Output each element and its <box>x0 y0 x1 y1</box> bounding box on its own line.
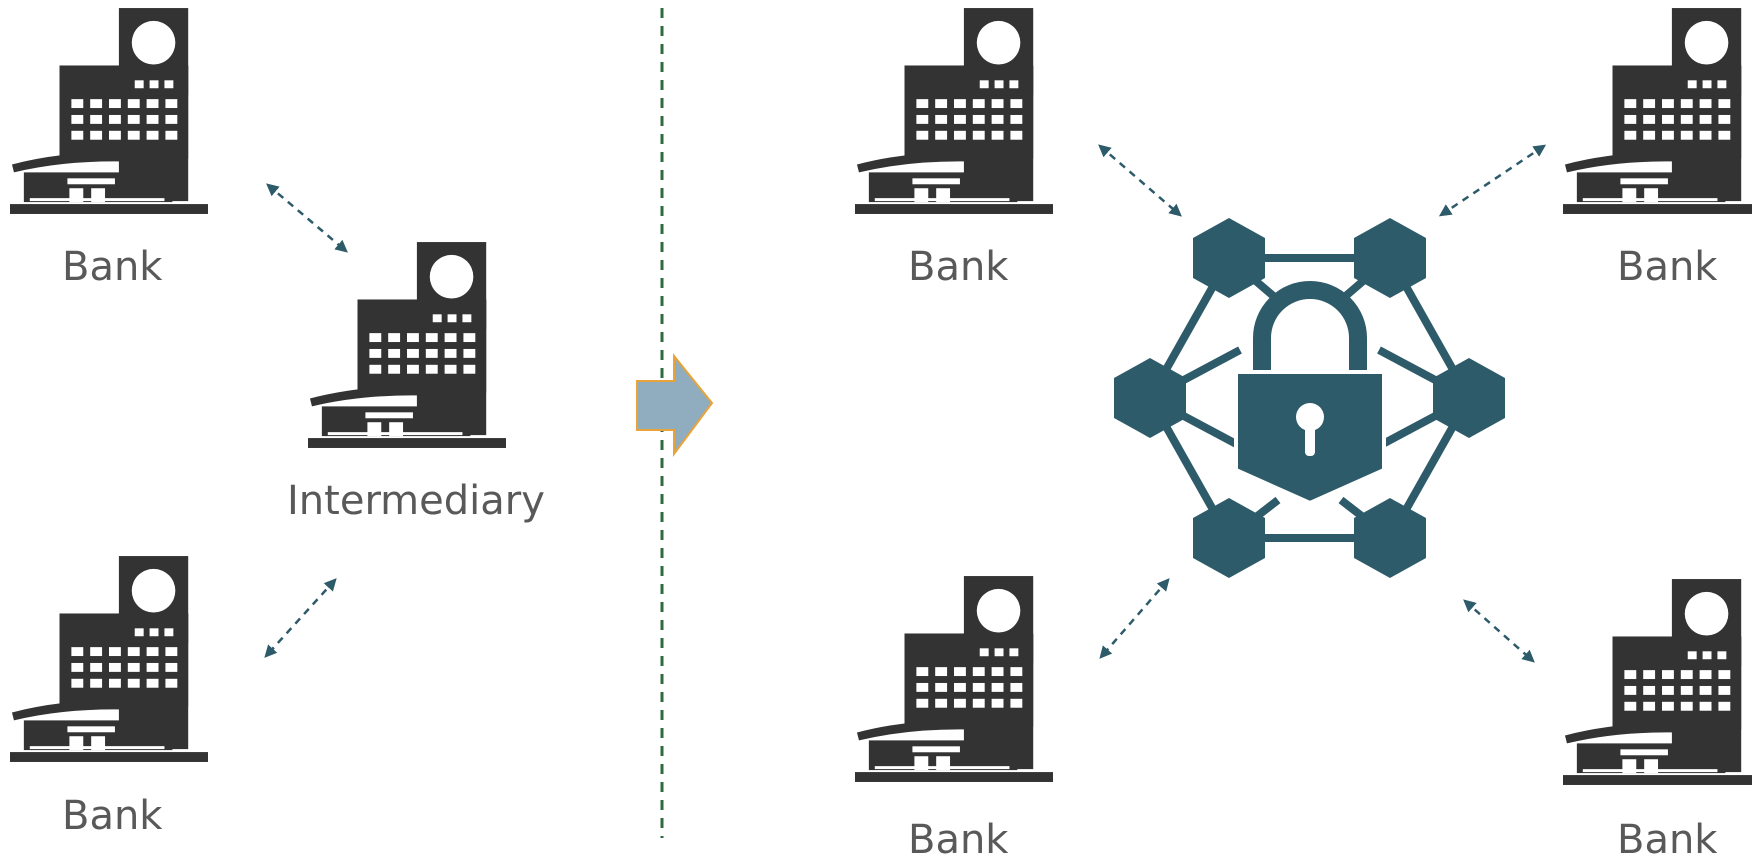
bank-building-icon <box>10 6 208 218</box>
bank-building-icon <box>1563 577 1752 789</box>
bank-building-icon <box>855 574 1053 786</box>
bank-building-icon <box>10 554 208 766</box>
blockchain-lock-network-icon <box>1114 218 1505 578</box>
intermediary-label: Intermediary <box>287 478 545 524</box>
connector-right-top-right <box>1438 144 1547 217</box>
bank-label-right-top-right: Bank <box>1617 244 1718 290</box>
bank-building-icon <box>855 6 1053 218</box>
connector-right-top-left <box>1098 144 1182 217</box>
connector-bottom-left <box>264 578 337 658</box>
bank-building-icon <box>1563 6 1752 218</box>
bank-label-right-bottom-right: Bank <box>1617 817 1718 863</box>
bank-label-left-top: Bank <box>62 244 163 290</box>
bank-label-right-bottom-left: Bank <box>908 817 1009 863</box>
bank-label-left-bottom: Bank <box>62 793 163 839</box>
intermediary-building-icon <box>308 240 506 452</box>
connector-right-bottom-left <box>1099 578 1170 659</box>
connector-right-bottom-right <box>1463 599 1535 663</box>
right-arrow-icon <box>636 353 714 458</box>
bank-label-right-top-left: Bank <box>908 244 1009 290</box>
connector-top-left <box>266 183 348 253</box>
